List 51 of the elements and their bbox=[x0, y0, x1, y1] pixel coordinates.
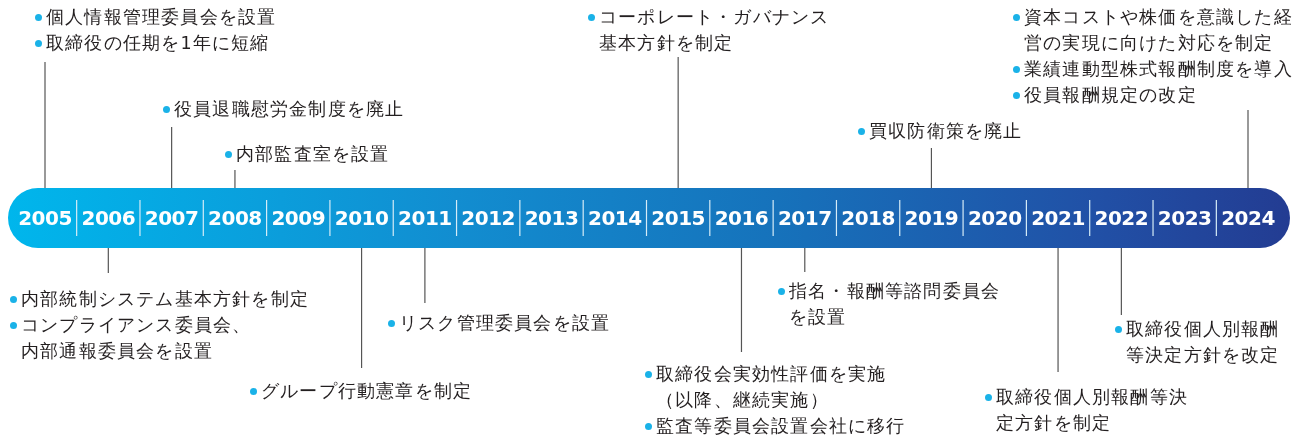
leader-line bbox=[1120, 247, 1122, 316]
year-label: 2005 bbox=[13, 188, 77, 248]
year-label: 2023 bbox=[1153, 188, 1217, 248]
leader-line bbox=[677, 56, 679, 189]
year-label: 2014 bbox=[583, 188, 647, 248]
event-text: 取締役会実効性評価を実施（以降、継続実施） bbox=[656, 363, 888, 412]
year-label: 2007 bbox=[139, 188, 204, 248]
leader-line bbox=[804, 247, 806, 273]
year-label: 2015 bbox=[646, 188, 710, 248]
year-label: 2006 bbox=[76, 188, 140, 248]
event-text: 内部監査室を設置 bbox=[236, 143, 390, 166]
year-label: 2024 bbox=[1216, 188, 1280, 248]
event-text: 個人情報管理委員会を設置 bbox=[46, 6, 277, 29]
year-label: 2017 bbox=[773, 188, 837, 248]
leader-line bbox=[360, 247, 363, 369]
event-text: コンプライアンス委員会、内部通報委員会を設置 bbox=[21, 314, 253, 363]
event-text: 取締役の任期を1年に短縮 bbox=[46, 32, 270, 55]
year-label: 2020 bbox=[963, 188, 1027, 248]
year-label: 2012 bbox=[456, 188, 520, 248]
year-label: 2010 bbox=[329, 188, 394, 248]
leader-line bbox=[234, 169, 236, 189]
leader-line bbox=[1057, 247, 1059, 373]
event-text: リスク管理委員会を設置 bbox=[399, 312, 611, 335]
event-text: 業績連動型株式報酬制度を導入 bbox=[1024, 58, 1293, 81]
year-label: 2021 bbox=[1026, 188, 1090, 248]
event-text: 資本コストや株価を意識した経営の実現に向けた対応を制定 bbox=[1024, 6, 1294, 55]
event-text: 内部統制システム基本方針を制定 bbox=[21, 288, 309, 311]
leader-line bbox=[740, 247, 743, 353]
event-text: 監査等委員会設置会社に移行 bbox=[656, 415, 906, 438]
event-text: 指名・報酬等諮問委員会を設置 bbox=[789, 280, 1002, 329]
year-label: 2009 bbox=[266, 188, 330, 248]
event-text: コーポレート・ガバナンス基本方針を制定 bbox=[599, 6, 831, 55]
leader-line bbox=[107, 247, 109, 274]
leader-line bbox=[44, 61, 46, 189]
year-label: 2022 bbox=[1089, 188, 1153, 248]
event-text: グループ行動憲章を制定 bbox=[261, 380, 473, 403]
year-label: 2018 bbox=[836, 188, 900, 248]
year-label: 2019 bbox=[899, 188, 964, 248]
year-label: 2011 bbox=[393, 188, 457, 248]
event-text: 買収防衛策を廃止 bbox=[869, 120, 1023, 143]
year-label: 2013 bbox=[519, 188, 584, 248]
leader-line bbox=[930, 147, 932, 189]
event-text: 役員報酬規定の改定 bbox=[1024, 84, 1197, 107]
event-text: 取締役個人別報酬等決定方針を改定 bbox=[1126, 318, 1281, 367]
event-text: 役員退職慰労金制度を廃止 bbox=[174, 98, 405, 121]
year-label: 2008 bbox=[203, 188, 267, 248]
leader-line bbox=[1247, 109, 1249, 189]
event-text: 取締役個人別報酬等決定方針を制定 bbox=[996, 386, 1189, 435]
leader-line bbox=[424, 247, 426, 304]
year-label: 2016 bbox=[709, 188, 774, 248]
leader-line bbox=[171, 126, 173, 189]
